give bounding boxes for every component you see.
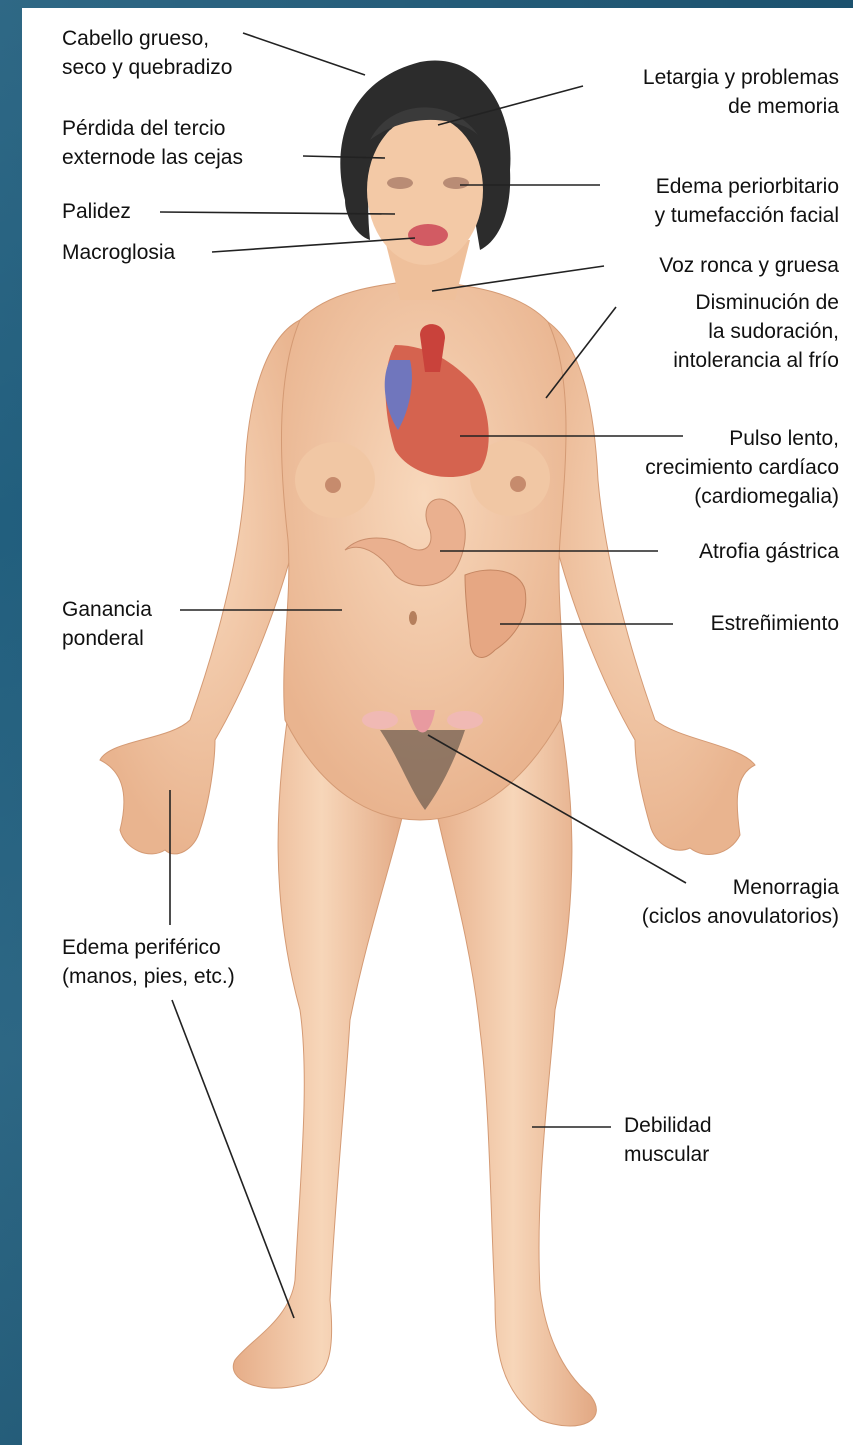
label-edema-periferico: Edema periférico(manos, pies, etc.) [62, 933, 235, 991]
label-macroglosia: Macroglosia [62, 238, 175, 267]
label-voz: Voz ronca y gruesa [659, 251, 839, 280]
label-cabello: Cabello grueso,seco y quebradizo [62, 24, 232, 82]
left-arm [100, 320, 300, 854]
label-pulso: Pulso lento,crecimiento cardíaco(cardiom… [645, 424, 839, 511]
label-estrenimiento: Estreñimiento [711, 609, 839, 638]
label-palidez: Palidez [62, 197, 131, 226]
label-menorragia: Menorragia(ciclos anovulatorios) [642, 873, 839, 931]
right-arm [545, 320, 755, 854]
label-atrofia: Atrofia gástrica [699, 537, 839, 566]
tongue [408, 224, 448, 246]
